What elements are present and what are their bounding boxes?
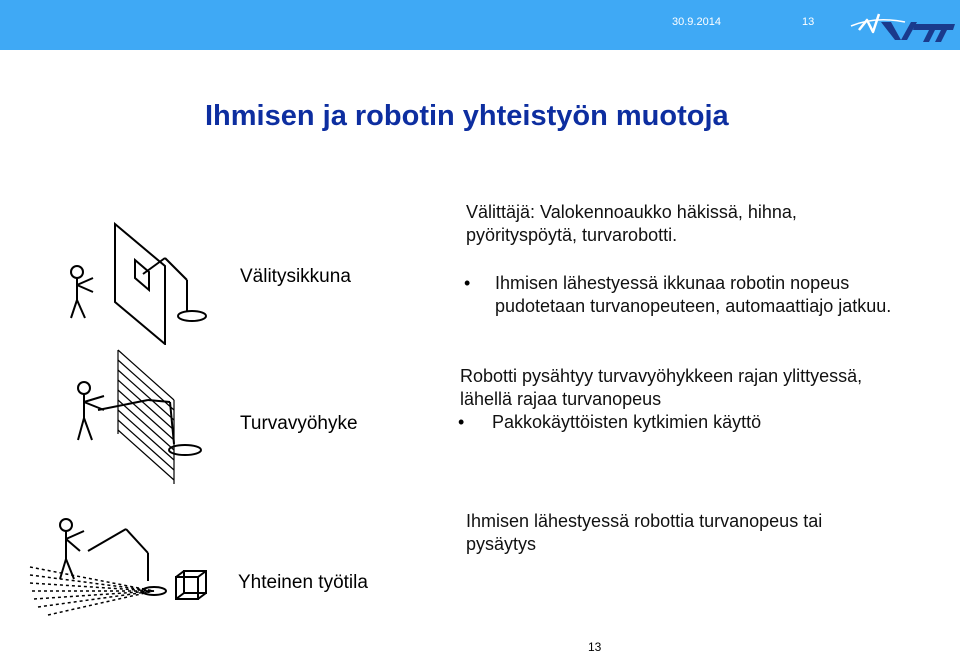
row1-bullet: • <box>464 273 471 293</box>
row1-bullet-line2: pudotetaan turvanopeuteen, automaattiajo… <box>495 296 892 316</box>
row1-intro-line1: Välittäjä: Valokennoaukko häkissä, hihna… <box>466 202 797 222</box>
robot-window-figure <box>70 221 207 345</box>
row3-line1: Ihmisen lähestyessä robottia turvanopeus… <box>466 511 823 531</box>
page-title: Ihmisen ja robotin yhteistyön muotoja <box>205 100 729 132</box>
header-page-number: 13 <box>802 16 815 28</box>
row-label-valitysikkuna: Välitysikkuna <box>240 266 351 287</box>
shared-workspace-figure <box>29 518 207 616</box>
row2-bullet: • <box>458 412 465 432</box>
row3-line2: pysäytys <box>466 534 537 554</box>
row2-bullet-line: Pakkokäyttöisten kytkimien käyttö <box>492 412 762 432</box>
row1-intro-line2: pyörityspöytä, turvarobotti. <box>466 225 678 245</box>
vtt-logo-icon <box>850 13 955 42</box>
row2-line2: lähellä rajaa turvanopeus <box>460 389 662 409</box>
row-label-turvavyohyke: Turvavyöhyke <box>240 413 358 434</box>
header-bar: 30.9.2014 13 <box>0 0 960 50</box>
row2-line1: Robotti pysähtyy turvavyöhykkeen rajan y… <box>460 366 863 386</box>
header-date: 30.9.2014 <box>672 16 721 28</box>
row-label-yhteinen-tyotila: Yhteinen työtila <box>238 572 368 593</box>
safety-zone-figure <box>77 349 202 484</box>
footer-page-number: 13 <box>588 640 602 654</box>
row1-bullet-line1: Ihmisen lähestyessä ikkunaa robotin nope… <box>495 273 850 293</box>
